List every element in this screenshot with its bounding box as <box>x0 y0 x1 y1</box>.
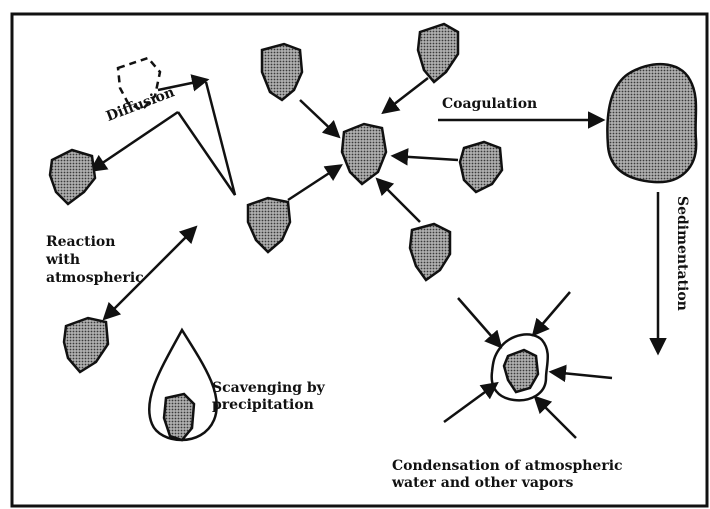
cond-arrow-1 <box>458 298 500 346</box>
label-scavenging-line1: Scavenging by <box>212 380 325 397</box>
particle-top-right <box>418 24 458 82</box>
particle-reaction <box>64 318 108 372</box>
particle-top-left <box>262 44 302 100</box>
label-reaction-line1: Reaction <box>46 234 115 251</box>
cond-arrow-2 <box>534 292 570 334</box>
label-reaction-line3: atmospheric <box>46 270 144 287</box>
coag-arrow-5 <box>288 166 340 200</box>
cond-arrow-4 <box>536 398 576 438</box>
diffusion-arrow-2 <box>92 112 178 170</box>
outer-frame <box>12 14 707 506</box>
particle-center <box>342 124 386 184</box>
label-reaction-line2: with <box>46 252 80 269</box>
coag-arrow-3 <box>394 156 458 160</box>
label-condensation-line1: Condensation of atmospheric <box>392 458 623 475</box>
label-coagulation: Coagulation <box>442 96 537 113</box>
particle-bottom <box>410 224 450 280</box>
particle-left-low <box>248 198 290 252</box>
large-particle <box>607 64 696 182</box>
label-condensation-line2: water and other vapors <box>392 475 573 492</box>
condensation-particle <box>504 350 538 392</box>
particle-right <box>460 142 502 192</box>
label-sedimentation: Sedimentation <box>673 196 690 311</box>
diffusion-zigzag <box>178 82 235 195</box>
label-scavenging-line2: precipitation <box>212 397 314 414</box>
particle-diffusion <box>50 150 95 204</box>
coag-arrow-4 <box>378 180 420 222</box>
coag-arrow-2 <box>384 78 428 112</box>
particle-in-raindrop <box>164 394 194 440</box>
cond-arrow-5 <box>444 384 496 422</box>
coag-arrow-1 <box>300 100 338 136</box>
cond-arrow-3 <box>552 372 612 378</box>
